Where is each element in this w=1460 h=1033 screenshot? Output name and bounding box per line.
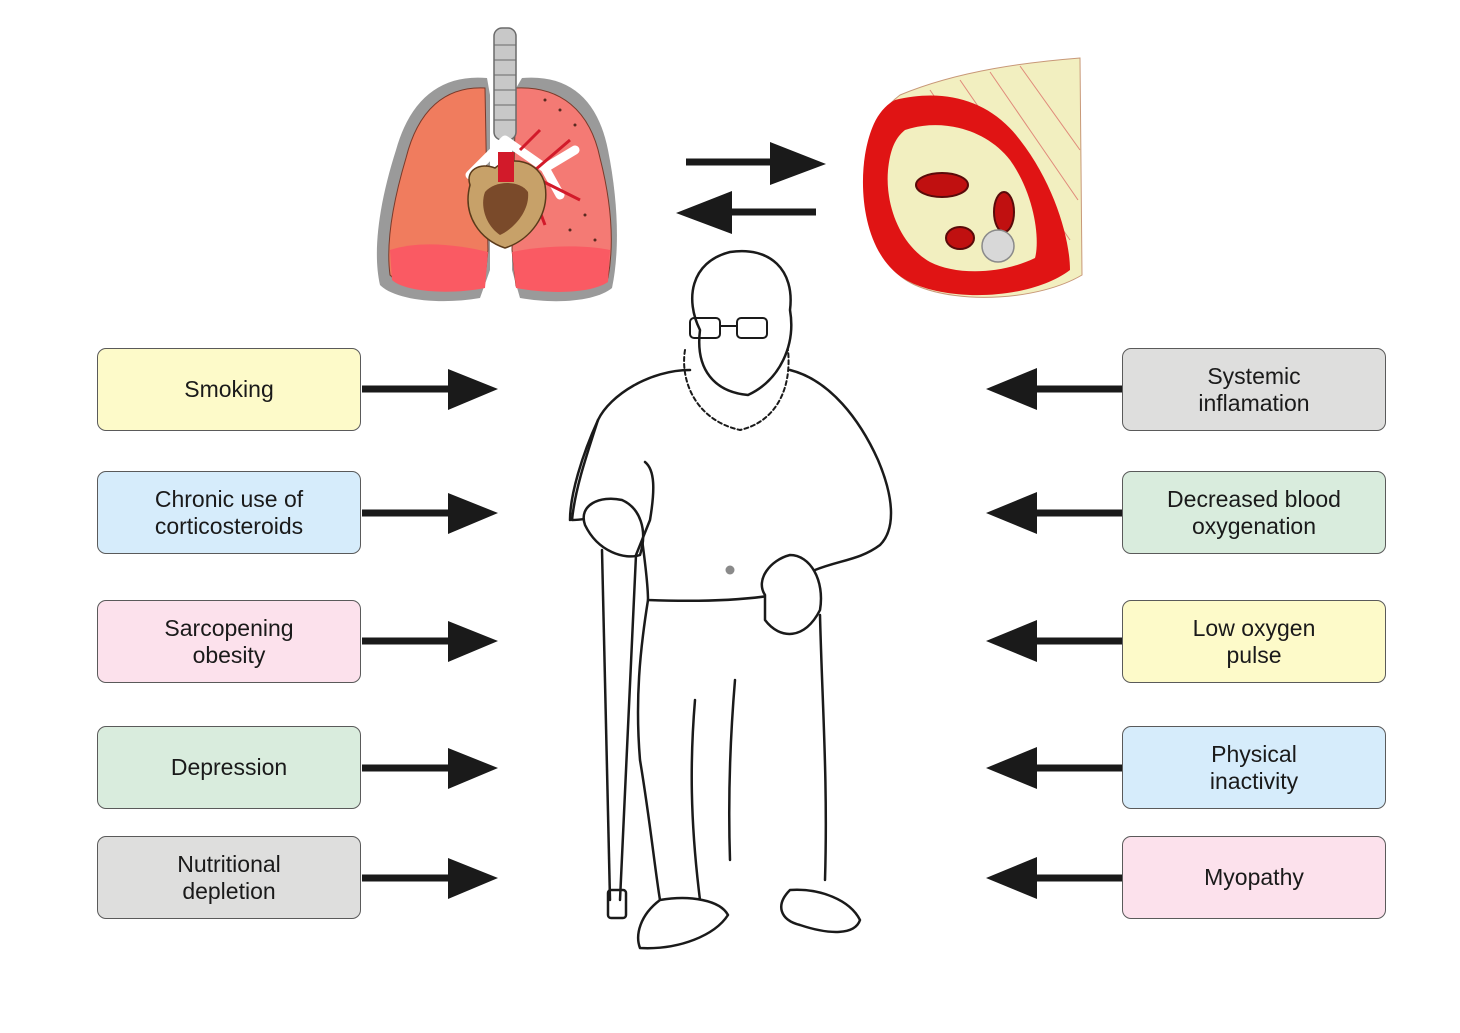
factor-box-blood-oxygenation: Decreased blood oxygenation bbox=[1122, 471, 1386, 554]
arrow-left-icon bbox=[986, 857, 1122, 899]
arrow-right-icon bbox=[362, 369, 498, 410]
arrow-left-icon bbox=[986, 368, 1122, 410]
factor-label: Physical inactivity bbox=[1209, 740, 1299, 794]
arrow-left-icon bbox=[986, 620, 1122, 662]
factor-label: Myopathy bbox=[1204, 864, 1304, 890]
right-arrows bbox=[986, 368, 1122, 899]
arrow-right-icon bbox=[362, 621, 498, 662]
factor-label: Nutritional depletion bbox=[177, 850, 281, 904]
factor-label: Depression bbox=[170, 754, 288, 780]
lungs-heart-icon bbox=[376, 27, 617, 302]
factor-box-systemic-inflammation: Systemic inflamation bbox=[1122, 348, 1386, 431]
arrow-left-icon bbox=[986, 747, 1122, 789]
arrow-right-icon bbox=[362, 493, 498, 534]
factor-label: Decreased blood oxygenation bbox=[1167, 485, 1341, 539]
arrow-left-icon bbox=[986, 492, 1122, 534]
factor-box-nutritional-depletion: Nutritional depletion bbox=[97, 836, 361, 919]
arrow-right-icon bbox=[362, 858, 498, 899]
factor-box-smoking: Smoking bbox=[97, 348, 361, 431]
left-arrows bbox=[362, 369, 498, 899]
factor-box-depression: Depression bbox=[97, 726, 361, 809]
factor-label: Low oxygen pulse bbox=[1192, 614, 1316, 668]
factor-box-sarcopenic-obesity: Sarcopening obesity bbox=[97, 600, 361, 683]
muscle-cross-section-icon bbox=[862, 57, 1083, 298]
elderly-man-with-cane-icon bbox=[568, 249, 893, 950]
factor-box-corticosteroids: Chronic use of corticosteroids bbox=[97, 471, 361, 554]
factor-label: Systemic inflamation bbox=[1198, 362, 1310, 416]
factor-box-physical-inactivity: Physical inactivity bbox=[1122, 726, 1386, 809]
arrow-right-icon bbox=[362, 748, 498, 789]
factor-label: Sarcopening obesity bbox=[164, 614, 294, 668]
bidirectional-arrows-icon bbox=[676, 142, 826, 234]
factor-box-myopathy: Myopathy bbox=[1122, 836, 1386, 919]
factor-label: Chronic use of corticosteroids bbox=[154, 485, 304, 539]
factor-label: Smoking bbox=[184, 376, 274, 402]
factor-box-oxygen-pulse: Low oxygen pulse bbox=[1122, 600, 1386, 683]
